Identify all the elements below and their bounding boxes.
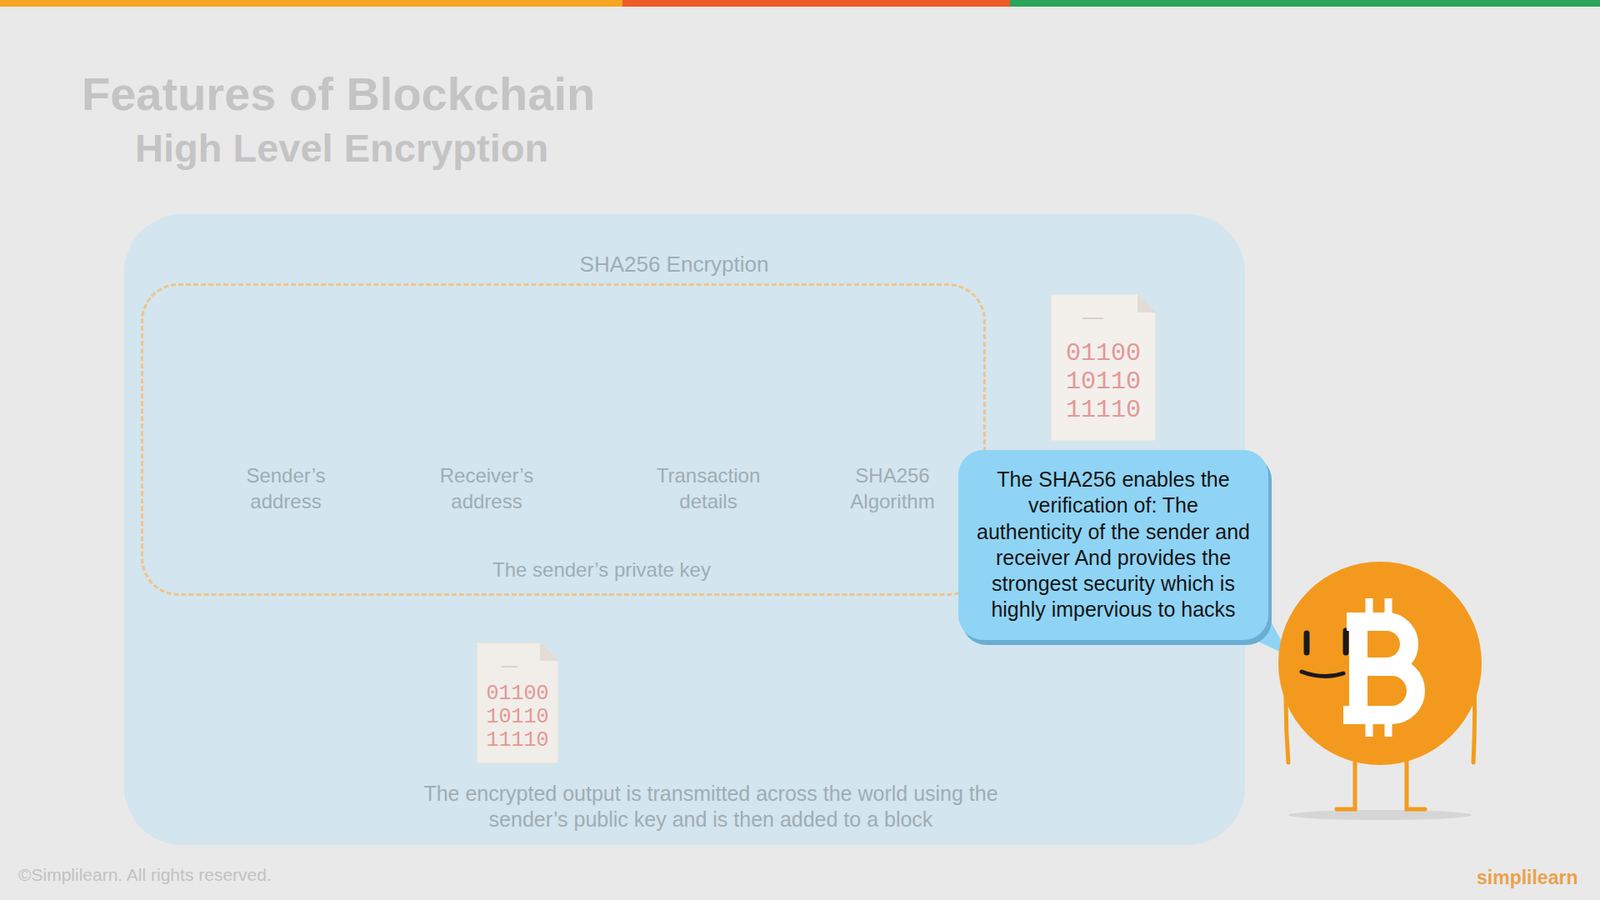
panel-caption: The encrypted output is transmitted acro… xyxy=(402,780,1020,834)
bitcoin-mascot-part-part xyxy=(1343,621,1416,715)
document-outline xyxy=(476,642,559,764)
document-fold xyxy=(540,642,559,661)
status-bar xyxy=(0,0,1600,7)
bitcoin-mascot-part xyxy=(1304,633,1310,653)
bitcoin-mascot-part xyxy=(1336,754,1355,810)
hash-output-document: 01100 10110 11110 xyxy=(1050,294,1156,441)
document-fold xyxy=(1137,294,1156,313)
hash-input-group: Sender’s address Receiver’s address Transa… xyxy=(140,283,986,596)
bitcoin-mascot-part xyxy=(1301,671,1344,677)
address-node: Receiver’s address xyxy=(424,295,550,522)
status-bar-part xyxy=(622,0,1010,7)
bitcoin-mascot-part xyxy=(1278,561,1482,765)
node-label: SHA256 Algorithm xyxy=(830,462,955,515)
binary-digits: 01100 10110 11110 xyxy=(482,682,553,753)
transaction-node: Transaction details xyxy=(645,295,771,522)
node-label: Sender’s address xyxy=(223,462,349,515)
transmitted-document: 01100 10110 11110 xyxy=(476,642,559,764)
node-label: Receiver’s address xyxy=(424,462,550,515)
bitcoin-mascot-part-part xyxy=(1385,715,1393,737)
status-bar-part xyxy=(0,0,623,7)
bitcoin-mascot xyxy=(1278,561,1482,820)
slide-subtitle: High Level Encryption xyxy=(135,125,549,171)
bitcoin-mascot-part xyxy=(1343,615,1416,715)
document-rule xyxy=(500,665,518,668)
bitcoin-mascot-part xyxy=(1369,598,1389,737)
bitcoin-mascot-part xyxy=(1406,754,1425,810)
bubble-text: The SHA256 enables the verification of: … xyxy=(976,466,1250,624)
bitcoin-mascot-part-part xyxy=(1365,715,1374,737)
node-label: Transaction details xyxy=(645,462,771,515)
bitcoin-mascot-part-part xyxy=(1365,598,1374,622)
slide-title: Features of Blockchain xyxy=(81,66,595,121)
binary-digits: 01100 10110 11110 xyxy=(1061,340,1145,425)
panel-heading: SHA256 Encryption xyxy=(507,250,841,279)
bitcoin-mascot-part xyxy=(1343,630,1350,653)
document-outline xyxy=(1050,294,1156,441)
address-node: Sender’s address xyxy=(223,295,349,522)
status-bar-part xyxy=(1010,0,1600,7)
algorithm-node: SHA256 Algorithm xyxy=(830,295,955,522)
bitcoin-mascot-part xyxy=(1288,810,1472,820)
document-rule xyxy=(1082,317,1104,320)
copyright-note: ©Simplilearn. All rights reserved. xyxy=(18,865,272,885)
key-caption: The sender’s private key xyxy=(476,557,727,583)
brand-logo: simplilearn xyxy=(1476,866,1578,890)
bitcoin-mascot-part-part xyxy=(1385,598,1393,622)
speech-bubble: The SHA256 enables the verification of: … xyxy=(958,450,1269,640)
